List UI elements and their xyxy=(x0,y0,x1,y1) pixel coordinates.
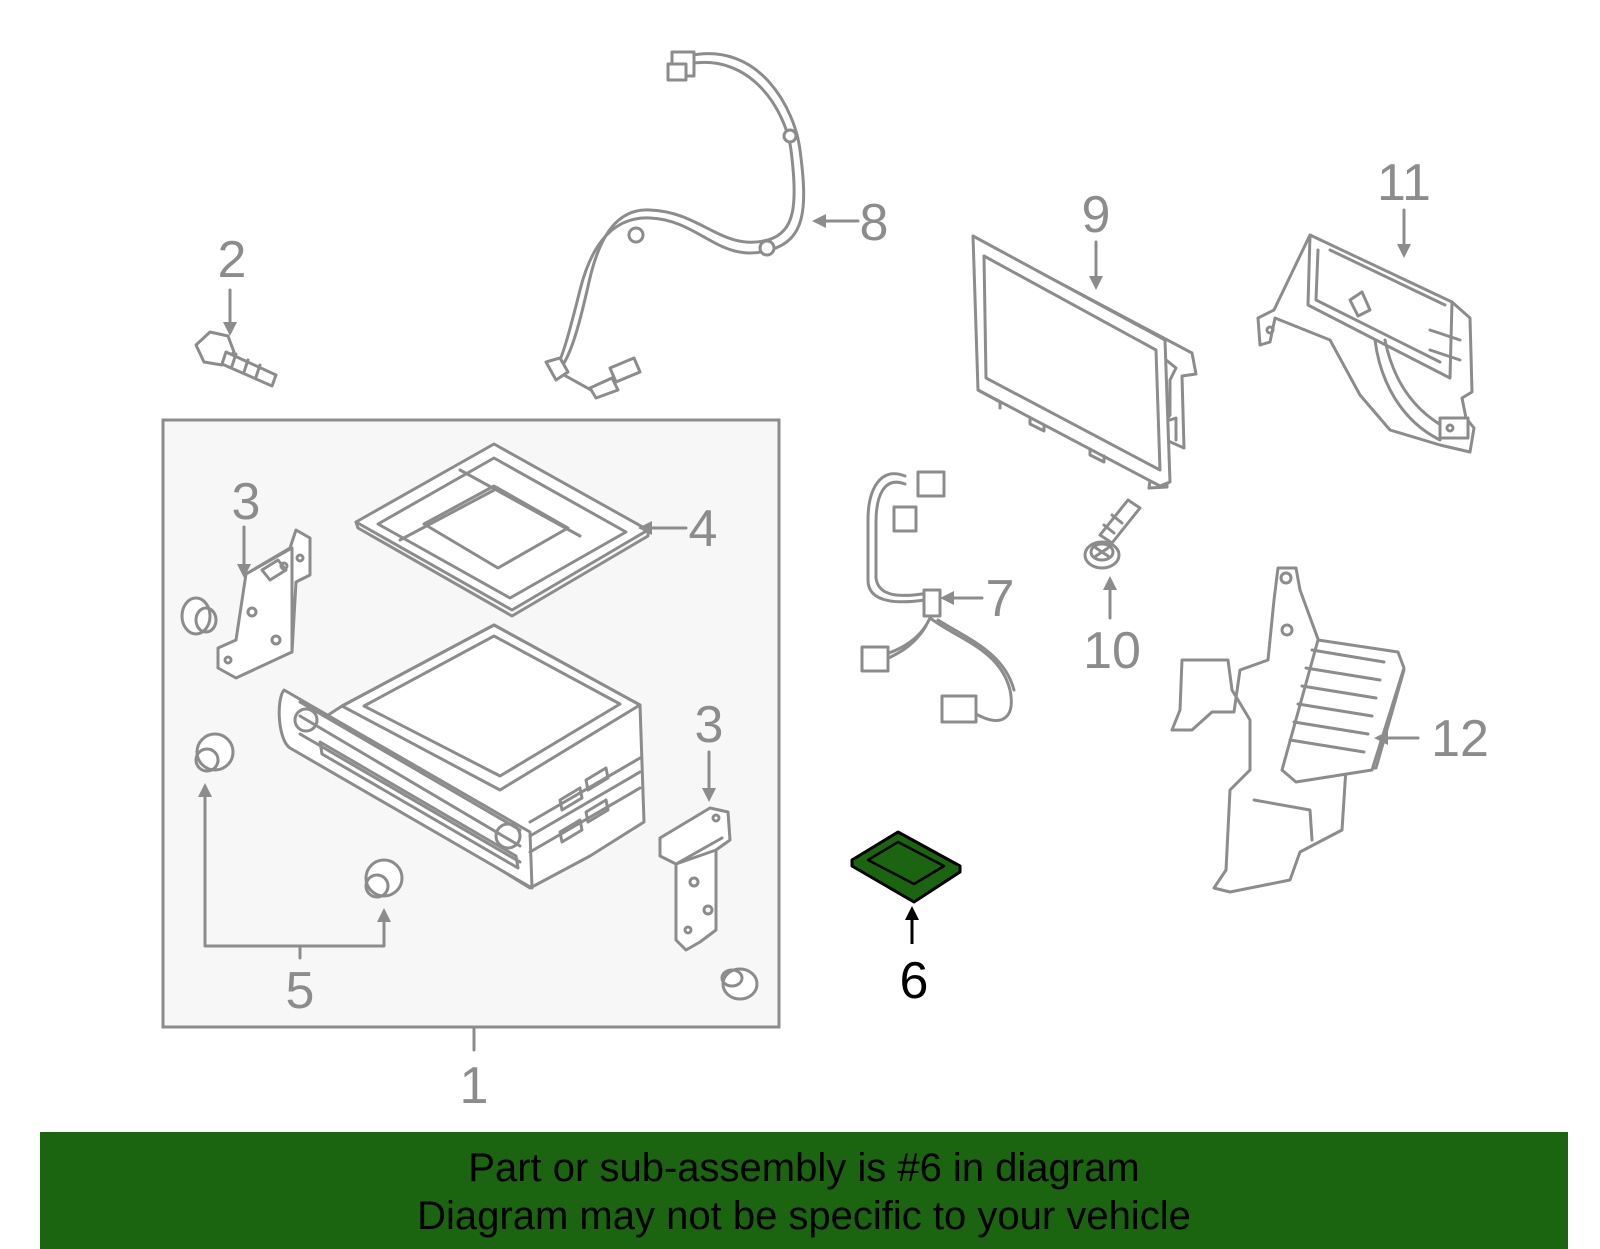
grommet-left xyxy=(180,596,218,636)
callout-4: 4 xyxy=(689,500,718,558)
part-9-display[interactable] xyxy=(971,234,1198,490)
callout-3-right: 3 xyxy=(695,696,724,754)
part-5-knobs[interactable] xyxy=(194,732,404,899)
callout-7: 7 xyxy=(986,570,1015,628)
part-7-harness[interactable] xyxy=(860,470,1016,724)
callout-8: 8 xyxy=(860,194,889,252)
callout-2: 2 xyxy=(218,231,247,289)
part-8-harness[interactable] xyxy=(544,50,806,400)
info-banner: Part or sub-assembly is #6 in diagram Di… xyxy=(40,1132,1568,1249)
part-3-bracket-right[interactable] xyxy=(658,806,732,952)
callout-11: 11 xyxy=(1377,154,1431,212)
part-4-plate[interactable] xyxy=(354,442,650,618)
banner-line-2: Diagram may not be specific to your vehi… xyxy=(417,1194,1191,1238)
callout-3-left: 3 xyxy=(232,473,261,531)
callout-6: 6 xyxy=(900,952,929,1010)
grommet-right xyxy=(720,967,759,1001)
part-3-bracket-left[interactable] xyxy=(216,528,312,680)
banner-line-1: Part or sub-assembly is #6 in diagram xyxy=(468,1146,1140,1190)
callout-12: 12 xyxy=(1431,710,1489,768)
part-2-bolt[interactable] xyxy=(194,330,278,388)
callout-10: 10 xyxy=(1083,622,1141,680)
part-1-radio[interactable] xyxy=(277,623,646,890)
callout-1: 1 xyxy=(460,1057,489,1115)
part-12-bracket[interactable] xyxy=(1170,566,1406,894)
callout-9: 9 xyxy=(1082,186,1111,244)
callout-5: 5 xyxy=(286,962,315,1020)
part-11-module[interactable] xyxy=(1256,233,1476,454)
leader-lines xyxy=(198,208,1420,1052)
part-10-screw[interactable] xyxy=(1083,498,1142,570)
part-6-pad-highlighted[interactable] xyxy=(850,830,962,904)
